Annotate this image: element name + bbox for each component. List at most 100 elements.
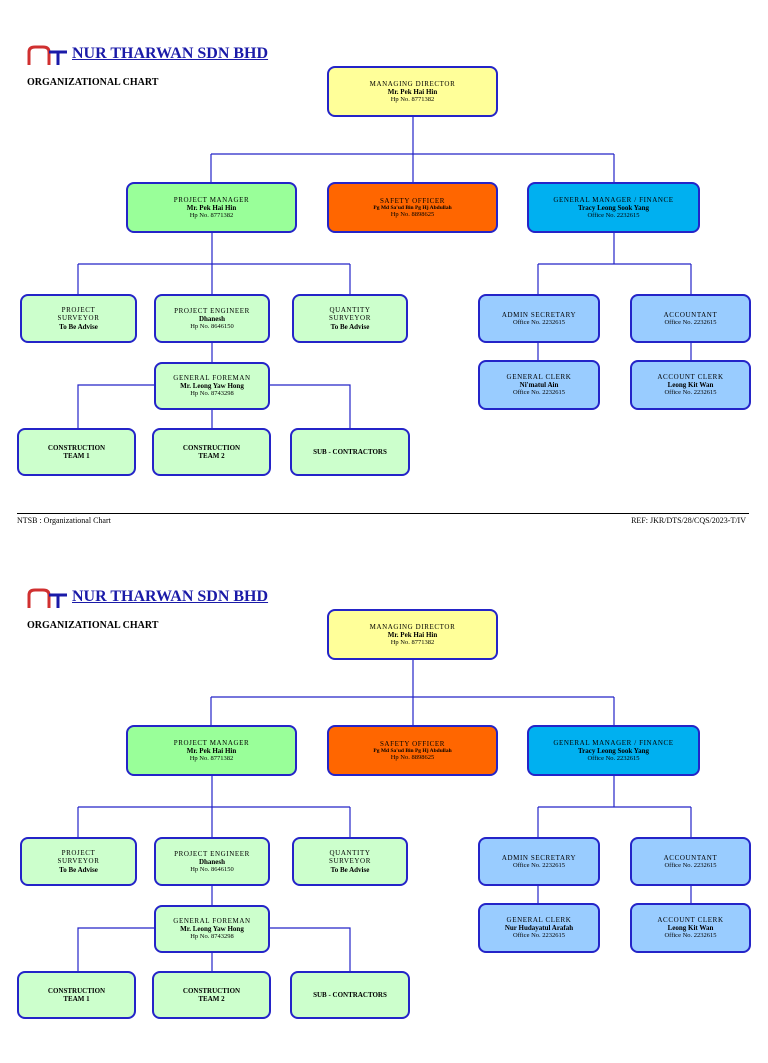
phone-number: Hp No. 8771382 — [390, 638, 435, 646]
role-title: Managing Director — [369, 622, 456, 631]
role-title: General Manager / Finance — [553, 738, 674, 747]
connector-lines — [77, 116, 692, 428]
footer-divider — [17, 513, 749, 514]
person-name: Dhanesh — [198, 857, 226, 866]
company-name: NUR THARWAN SDN BHD — [72, 45, 269, 62]
team-label-line-1: CONSTRUCTION — [182, 986, 241, 995]
general-manager-box: General Manager / Finance Tracy Leong So… — [527, 725, 700, 776]
person-name: Pg Md Sa'ud Bin Pg Hj Abdullah — [373, 204, 452, 211]
phone-number: Office No. 2232615 — [512, 861, 566, 869]
company-name: NUR THARWAN SDN BHD — [72, 588, 269, 605]
role-title-line-1: Quantity — [329, 849, 371, 858]
chart-subtitle: ORGANIZATIONAL CHART — [27, 77, 159, 88]
role-title: Project Manager — [173, 195, 250, 204]
person-name: Mr. Leong Yaw Hong — [180, 925, 244, 934]
team-label-line-2: TEAM 2 — [198, 995, 225, 1003]
role-title: Accountant — [663, 310, 718, 319]
role-title-line-1: Quantity — [329, 306, 371, 315]
role-title: Project Engineer — [174, 306, 250, 315]
construction-team-2-box: CONSTRUCTION TEAM 2 — [152, 971, 271, 1019]
role-title: Safety Officer — [379, 196, 446, 205]
connector-lines — [77, 659, 692, 971]
role-title: Accountant — [663, 853, 718, 862]
project-surveyor-box: Project Surveyor To Be Advise — [20, 294, 137, 343]
phone-number: Hp No. 8898625 — [390, 210, 435, 218]
phone-number: Hp No. 8771382 — [189, 754, 234, 762]
sub-contractors-box: SUB - CONTRACTORS — [290, 971, 410, 1019]
person-name: Mr. Pek Hai Hin — [387, 87, 438, 96]
general-manager-box: General Manager / Finance Tracy Leong So… — [527, 182, 700, 233]
role-title: Account Clerk — [657, 916, 724, 925]
safety-officer-box: Safety Officer Pg Md Sa'ud Bin Pg Hj Abd… — [327, 182, 498, 233]
phone-number: Hp No. 8646150 — [190, 865, 234, 873]
accountant-box: Accountant Office No. 2232615 — [630, 294, 751, 343]
person-name: Ni'matul Ain — [519, 381, 559, 390]
role-title: General Foreman — [173, 374, 251, 383]
person-name: Pg Md Sa'ud Bin Pg Hj Abdullah — [373, 747, 452, 754]
phone-number: Hp No. 8771382 — [189, 211, 234, 219]
quantity-surveyor-box: Quantity Surveyor To Be Advise — [292, 837, 408, 886]
role-title-line-1: Project — [61, 849, 96, 858]
project-engineer-box: Project Engineer Dhanesh Hp No. 8646150 — [154, 837, 270, 886]
accountant-box: Accountant Office No. 2232615 — [630, 837, 751, 886]
person-name: To Be Advise — [59, 322, 98, 331]
admin-secretary-box: Admin Secretary Office No. 2232615 — [478, 294, 600, 343]
sub-contractors-box: SUB - CONTRACTORS — [290, 428, 410, 476]
phone-number: Office No. 2232615 — [664, 932, 717, 940]
project-manager-box: Project Manager Mr. Pek Hai Hin Hp No. 8… — [126, 725, 297, 776]
phone-number: Hp No. 8743298 — [190, 390, 234, 398]
person-name: To Be Advise — [330, 865, 370, 874]
footer-document-name: NTSB : Organizational Chart — [17, 516, 111, 525]
role-title: Account Clerk — [657, 373, 724, 382]
general-foreman-box: General Foreman Mr. Leong Yaw Hong Hp No… — [154, 905, 270, 953]
company-logo-icon — [27, 45, 67, 65]
team-label-line-1: CONSTRUCTION — [182, 443, 241, 452]
team-label-line-2: TEAM 1 — [63, 995, 90, 1003]
phone-number: Hp No. 8646150 — [190, 322, 234, 330]
phone-number: Hp No. 8771382 — [390, 95, 435, 103]
company-logo-icon — [27, 588, 67, 608]
project-manager-box: Project Manager Mr. Pek Hai Hin Hp No. 8… — [126, 182, 297, 233]
sub-contractors-label: SUB - CONTRACTORS — [313, 990, 387, 999]
role-title-line-1: Project — [61, 306, 96, 315]
person-name: Tracy Leong Sook Yang — [578, 746, 649, 755]
safety-officer-box: Safety Officer Pg Md Sa'ud Bin Pg Hj Abd… — [327, 725, 498, 776]
construction-team-2-box: CONSTRUCTION TEAM 2 — [152, 428, 271, 476]
role-title-line-2: Surveyor — [329, 857, 371, 866]
org-chart-page-1: NUR THARWAN SDN BHD ORGANIZATIONAL CHART… — [0, 40, 768, 520]
phone-number: Office No. 2232615 — [587, 211, 640, 219]
managing-director-box: Managing Director Mr. Pek Hai Hin Hp No.… — [327, 66, 498, 117]
person-name: To Be Advise — [59, 865, 98, 874]
general-clerk-box: General Clerk Nur Hudayatul Arafah Offic… — [478, 903, 600, 953]
person-name: Leong Kit Wan — [667, 924, 714, 933]
person-name: Dhanesh — [198, 314, 226, 323]
person-name: Nur Hudayatul Arafah — [504, 924, 574, 933]
role-title: Project Manager — [173, 738, 250, 747]
role-title: Admin Secretary — [501, 310, 577, 319]
construction-team-1-box: CONSTRUCTION TEAM 1 — [17, 971, 136, 1019]
role-title: Managing Director — [369, 79, 456, 88]
construction-team-1-box: CONSTRUCTION TEAM 1 — [17, 428, 136, 476]
managing-director-box: Managing Director Mr. Pek Hai Hin Hp No.… — [327, 609, 498, 660]
role-title: General Foreman — [173, 917, 251, 926]
person-name: To Be Advise — [330, 322, 370, 331]
person-name: Leong Kit Wan — [667, 381, 714, 390]
phone-number: Office No. 2232615 — [512, 389, 566, 397]
general-clerk-box: General Clerk Ni'matul Ain Office No. 22… — [478, 360, 600, 410]
phone-number: Office No. 2232615 — [512, 318, 566, 326]
team-label-line-2: TEAM 1 — [63, 452, 90, 460]
phone-number: Office No. 2232615 — [512, 932, 566, 940]
person-name: Mr. Leong Yaw Hong — [180, 382, 244, 391]
account-clerk-box: Account Clerk Leong Kit Wan Office No. 2… — [630, 360, 751, 410]
person-name: Tracy Leong Sook Yang — [578, 203, 649, 212]
role-title: General Clerk — [506, 373, 572, 382]
team-label-line-2: TEAM 2 — [198, 452, 225, 460]
project-surveyor-box: Project Surveyor To Be Advise — [20, 837, 137, 886]
phone-number: Office No. 2232615 — [587, 754, 640, 762]
general-foreman-box: General Foreman Mr. Leong Yaw Hong Hp No… — [154, 362, 270, 410]
role-title-line-2: Surveyor — [329, 314, 371, 323]
footer-reference: REF: JKR/DTS/28/CQS/2023-T/IV — [631, 516, 746, 525]
phone-number: Hp No. 8898625 — [390, 753, 435, 761]
role-title: General Clerk — [506, 916, 572, 925]
sub-contractors-label: SUB - CONTRACTORS — [313, 447, 387, 456]
